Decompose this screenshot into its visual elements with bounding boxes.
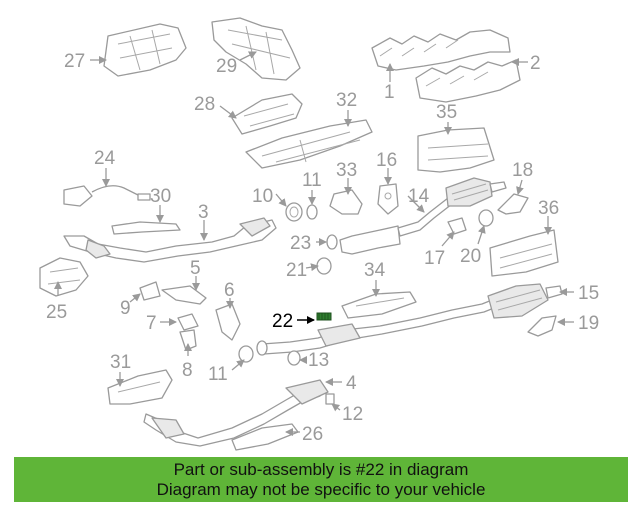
part-20-gasket[interactable] — [478, 209, 494, 227]
callout-20: 20 — [460, 246, 481, 267]
part-2-exhaust-manifold[interactable] — [415, 59, 521, 103]
part-21-gasket[interactable] — [316, 257, 332, 275]
callout-10: 10 — [252, 186, 273, 207]
part-5-bracket[interactable] — [161, 285, 207, 305]
callout-28: 28 — [194, 94, 215, 115]
info-banner: Part or sub-assembly is #22 in diagram D… — [14, 457, 628, 502]
part-24-oxygen-sensor[interactable] — [63, 185, 151, 207]
part-36-heat-shield[interactable] — [489, 229, 559, 277]
part-9-hanger[interactable] — [139, 281, 161, 301]
part-14-rear-muffler[interactable] — [445, 177, 507, 207]
callout-14: 14 — [408, 186, 430, 207]
part-10-gasket[interactable] — [285, 202, 303, 222]
callout-19: 19 — [578, 313, 599, 334]
callout-17: 17 — [424, 248, 445, 269]
callout-22: 22 — [272, 311, 293, 332]
part-11-gasket[interactable] — [306, 204, 318, 220]
part-23-clamp[interactable] — [326, 234, 338, 250]
callout-32: 32 — [336, 90, 357, 111]
part-29-manifold-shield[interactable] — [211, 17, 301, 81]
callout-6: 6 — [224, 280, 235, 301]
callout-36: 36 — [538, 198, 559, 219]
part-7-bracket[interactable] — [177, 313, 199, 331]
callout-3: 3 — [198, 202, 209, 223]
callout-5: 5 — [190, 258, 201, 279]
callout-25: 25 — [46, 302, 67, 323]
callout-18: 18 — [512, 160, 533, 181]
callout-23: 23 — [290, 233, 311, 254]
callout-11: 11 — [302, 170, 322, 191]
part-18-bracket[interactable] — [497, 193, 529, 215]
part-28-heat-shield[interactable] — [231, 93, 303, 135]
part-19-bracket[interactable] — [527, 315, 557, 337]
part-33-bracket[interactable] — [329, 189, 363, 215]
callout-8: 8 — [182, 360, 193, 381]
callout-33: 33 — [336, 160, 357, 181]
callout-1: 1 — [384, 82, 395, 103]
part-30-bracket[interactable] — [111, 221, 181, 235]
callout-35: 35 — [436, 102, 457, 123]
part-27-heat-shield[interactable] — [103, 23, 187, 77]
part-13-clamp[interactable] — [287, 350, 301, 366]
callout-9: 9 — [120, 298, 131, 319]
part-main-exhaust-pipe[interactable] — [261, 283, 563, 355]
part-12-bolt[interactable] — [325, 393, 335, 405]
part-34-heat-shield[interactable] — [341, 291, 417, 319]
callout-34: 34 — [364, 260, 386, 281]
callout-26: 26 — [302, 424, 323, 445]
callout-15: 15 — [578, 283, 599, 304]
callout-29: 29 — [216, 56, 237, 77]
callout-7: 7 — [146, 313, 157, 334]
part-11-gasket-lower[interactable] — [238, 340, 268, 363]
callout-labels: 27 29 1 2 28 32 35 24 30 3 10 11 33 16 1… — [46, 51, 599, 445]
part-6-bracket[interactable] — [215, 303, 241, 341]
part-4-front-pipe[interactable] — [143, 379, 329, 447]
callout-30: 30 — [150, 186, 171, 207]
part-1-exhaust-manifold[interactable] — [371, 29, 511, 71]
part-16-hanger[interactable] — [377, 183, 399, 215]
exhaust-parts-diagram: 27 29 1 2 28 32 35 24 30 3 10 11 33 16 1… — [39, 17, 599, 451]
callout-2: 2 — [530, 53, 541, 74]
part-35-heat-shield[interactable] — [417, 127, 495, 173]
callout-24: 24 — [94, 148, 116, 169]
banner-line-1: Part or sub-assembly is #22 in diagram — [173, 459, 469, 479]
callout-31: 31 — [110, 352, 131, 373]
callout-12: 12 — [342, 404, 363, 425]
callout-4: 4 — [346, 373, 357, 394]
part-32-heat-shield[interactable] — [245, 119, 373, 169]
part-22-stud-highlighted[interactable] — [316, 312, 332, 321]
callout-leaders — [54, 51, 574, 436]
part-25-heat-shield[interactable] — [39, 257, 89, 297]
banner-line-2: Diagram may not be specific to your vehi… — [156, 479, 486, 499]
callout-13: 13 — [308, 350, 329, 371]
callout-11-lower: 11 — [208, 364, 228, 385]
callout-21: 21 — [286, 260, 307, 281]
part-31-heat-shield[interactable] — [107, 369, 173, 405]
part-17-hanger[interactable] — [447, 217, 467, 235]
callout-16: 16 — [376, 150, 397, 171]
part-3-front-pipe[interactable] — [63, 217, 277, 263]
callout-27: 27 — [64, 51, 85, 72]
